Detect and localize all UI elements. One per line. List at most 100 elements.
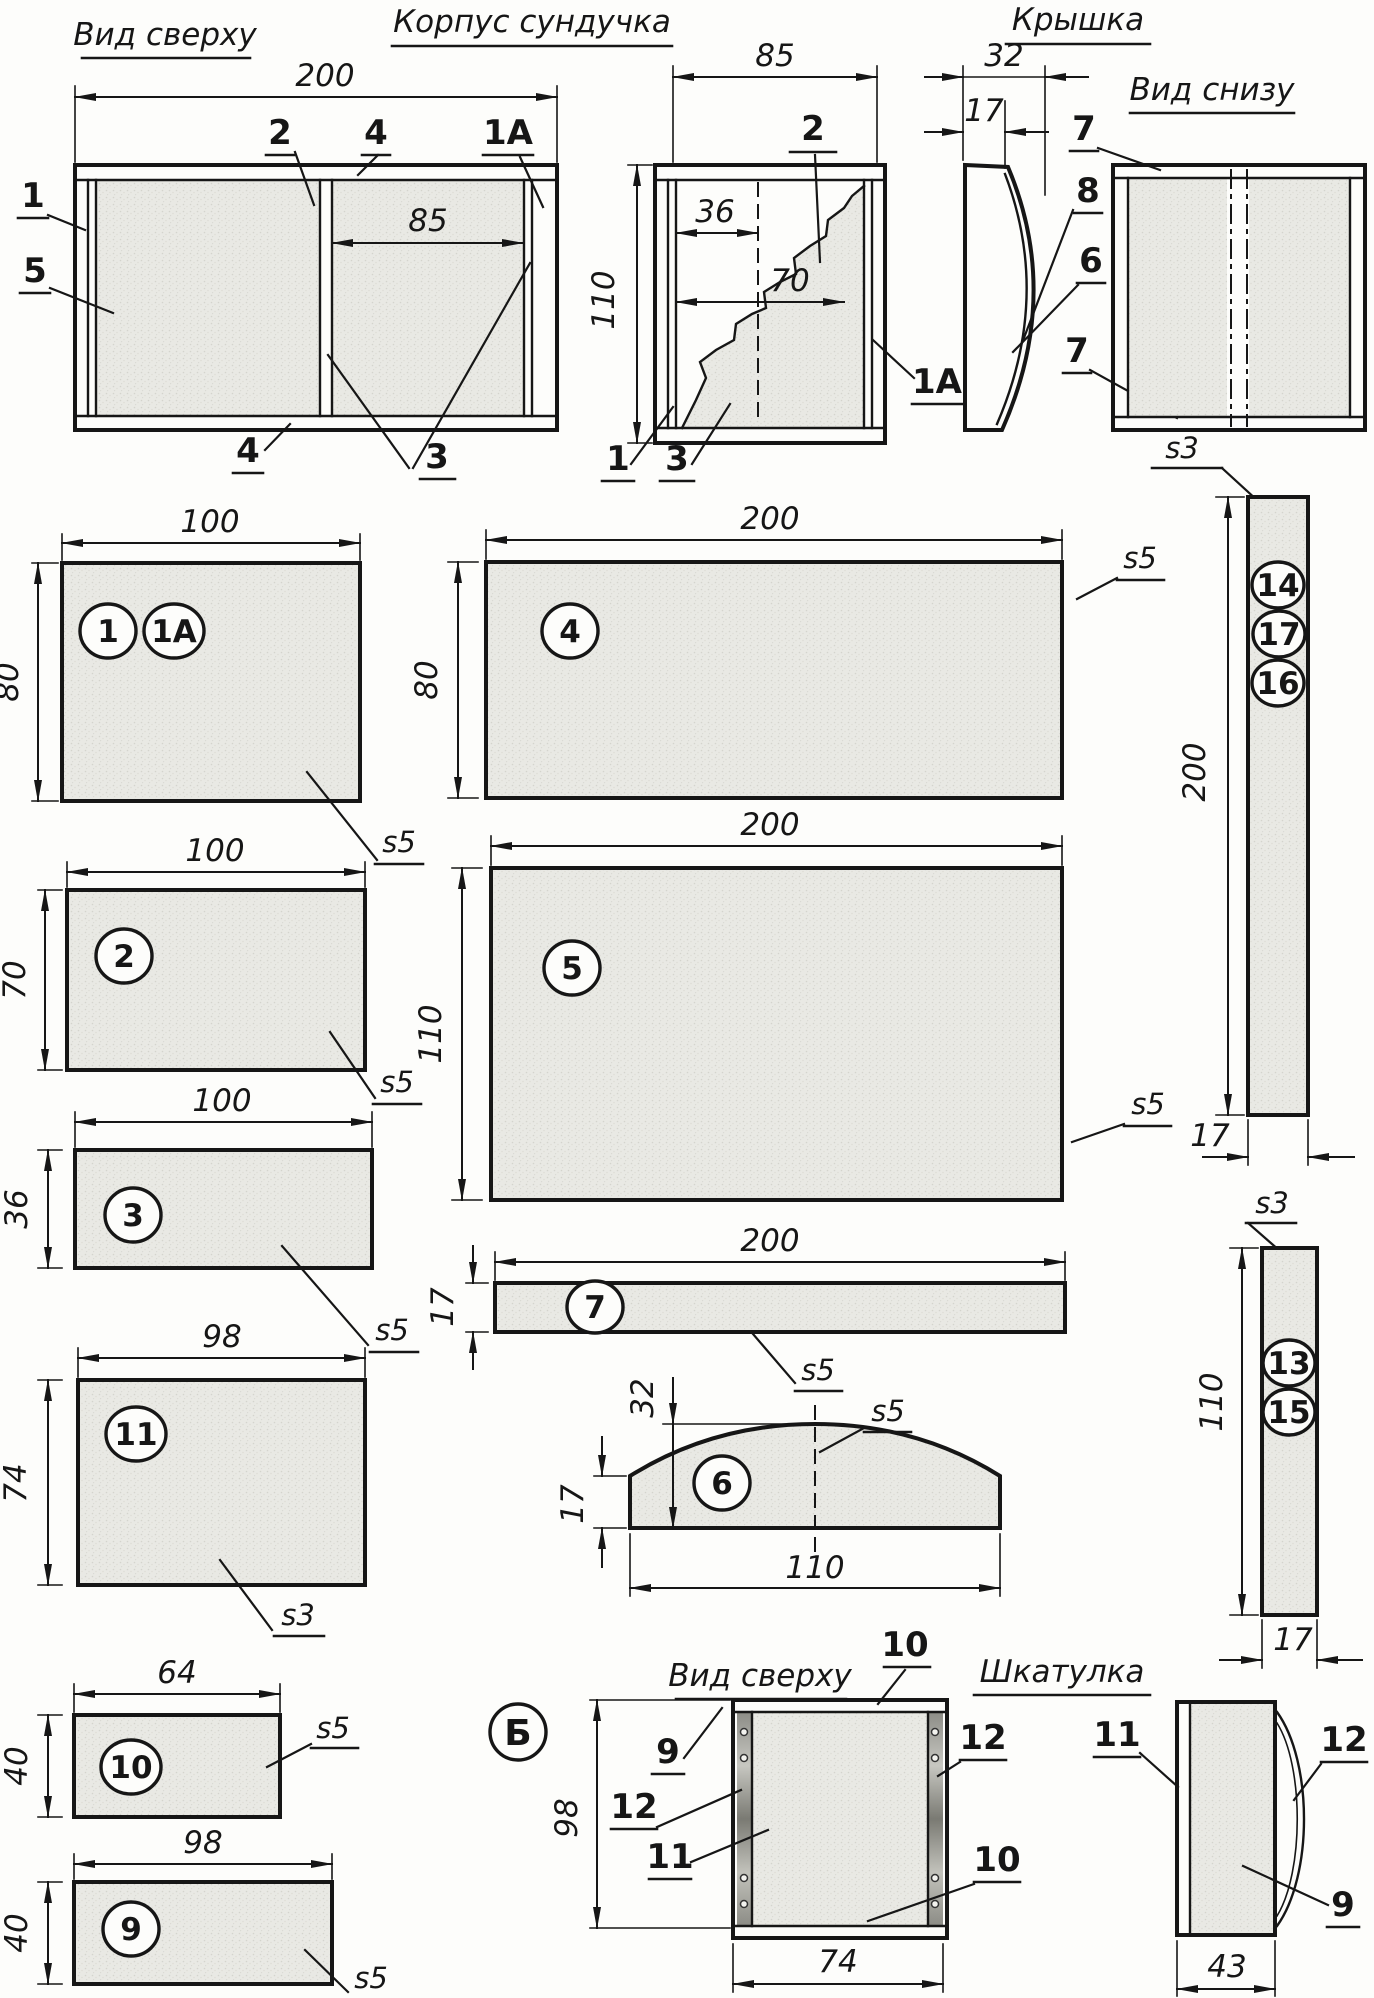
strip-long-panel: s3 200 17 14 17 16 [1150, 431, 1355, 1166]
part-6-arc-panel: 32 17 110 6 s5 [555, 1377, 1002, 1597]
part7-number: 7 [584, 1290, 606, 1326]
part7-height-dim: 17 [425, 1287, 461, 1327]
callout-box-10-top: 10 [881, 1625, 928, 1665]
part4-width-dim: 200 [740, 501, 799, 537]
part2-width-dim: 100 [185, 833, 244, 869]
box-height-dim: 98 [549, 1798, 585, 1837]
part3-number: 3 [122, 1198, 144, 1234]
body-top-view: Вид сверху 200 85 1 5 [16, 17, 559, 481]
part-4-panel: 200 80 4 s5 [409, 501, 1166, 800]
callout-casket-11: 11 [1093, 1715, 1140, 1755]
strip-long-number-14: 14 [1256, 568, 1299, 604]
part-9-panel: 98 40 9 s5 [0, 1825, 388, 1995]
strip-long-height-dim: 200 [1177, 742, 1213, 801]
part5-material: s5 [1131, 1087, 1165, 1121]
strip-long-material: s3 [1165, 431, 1199, 465]
part10-number: 10 [109, 1750, 152, 1786]
casket-title: Шкатулка [980, 1654, 1145, 1690]
casket-side-view: Шкатулка 43 11 12 9 [972, 1654, 1369, 1997]
strip-short-number-13: 13 [1267, 1346, 1310, 1382]
part2-number: 2 [113, 939, 135, 975]
strip-short-number-15: 15 [1267, 1395, 1310, 1431]
strip-short-width-dim: 17 [1273, 1622, 1313, 1658]
callout-part-2: 2 [268, 113, 292, 153]
part9-height-dim: 40 [0, 1913, 35, 1952]
callout-part-5: 5 [23, 251, 47, 291]
lid-bottom-title: Вид снизу [1130, 72, 1296, 108]
casket-width-dim: 43 [1207, 1949, 1246, 1985]
part5-width-dim: 200 [740, 807, 799, 843]
box-top-view: Б Вид сверху 98 74 10 9 [488, 1625, 1022, 1993]
strip-short-panel: s3 110 17 13 15 [1194, 1186, 1363, 1669]
body-front-view: Корпус сундучка 85 110 36 70 [390, 4, 964, 483]
part3-material: s5 [375, 1313, 409, 1347]
lid-title: Крышка [1012, 2, 1144, 38]
body-front-title: Корпус сундучка [393, 4, 671, 40]
strip-long-number-16: 16 [1256, 666, 1299, 702]
part6-width-dim: 110 [785, 1550, 844, 1586]
part6-end-height-dim: 17 [555, 1484, 591, 1524]
part1-number: 1 [97, 614, 119, 650]
part4-material: s5 [1123, 541, 1157, 575]
callout-part-4-bottom: 4 [236, 431, 260, 471]
body-top-compartment-dim: 85 [408, 203, 447, 239]
part6-material: s5 [871, 1394, 905, 1428]
part10-height-dim: 40 [0, 1746, 35, 1785]
part-3-panel: 100 36 3 s5 [0, 1083, 420, 1354]
box-width-dim: 74 [818, 1944, 857, 1980]
callout-casket-12: 12 [1320, 1720, 1367, 1760]
callout-front-1a: 1А [912, 362, 963, 402]
section-marker-b: Б [504, 1713, 531, 1754]
callout-part-1: 1 [21, 176, 45, 216]
callout-front-3: 3 [665, 439, 689, 479]
part11-number: 11 [114, 1417, 157, 1453]
body-front-height-dim: 110 [586, 270, 622, 329]
lid-width-dim: 32 [984, 38, 1023, 74]
part11-material: s3 [281, 1598, 315, 1632]
part-10-panel: 64 40 10 s5 [0, 1655, 360, 1819]
box-top-title: Вид сверху [668, 1658, 852, 1694]
callout-part-4-top: 4 [364, 113, 388, 153]
body-top-width-dim: 200 [295, 58, 354, 94]
part1-material: s5 [382, 825, 416, 859]
callout-box-10-bottom: 10 [973, 1840, 1020, 1880]
part3-height-dim: 36 [0, 1189, 35, 1228]
callout-box-9: 9 [656, 1732, 680, 1772]
part2-height-dim: 70 [0, 960, 33, 999]
part11-width-dim: 98 [202, 1319, 241, 1355]
callout-front-2: 2 [801, 109, 825, 149]
body-top-view-title: Вид сверху [73, 17, 257, 53]
callout-lid-6: 6 [1079, 241, 1103, 281]
part9-material: s5 [354, 1961, 388, 1995]
callout-casket-9: 9 [1331, 1885, 1355, 1925]
part7-material: s5 [801, 1353, 835, 1387]
callout-lid-7-bottom: 7 [1065, 331, 1089, 371]
callout-box-11: 11 [646, 1837, 693, 1877]
body-front-offset36-dim: 36 [695, 194, 734, 230]
part-1-panel: 100 80 1 1А s5 [0, 504, 425, 866]
part1-height-dim: 80 [0, 662, 26, 701]
strip-long-number-17: 17 [1257, 617, 1300, 653]
lid-flat-dim: 17 [964, 93, 1004, 129]
part4-number: 4 [559, 614, 581, 650]
body-front-width-dim: 85 [755, 38, 794, 74]
part5-height-dim: 110 [413, 1004, 449, 1063]
part1-width-dim: 100 [180, 504, 239, 540]
part-11-panel: 98 74 11 s3 [0, 1319, 367, 1638]
part-2-panel: 100 70 2 s5 [0, 833, 423, 1106]
callout-lid-7-top: 7 [1072, 109, 1096, 149]
callout-box-12-left: 12 [610, 1787, 657, 1827]
strip-long-width-dim: 17 [1190, 1118, 1230, 1154]
strip-short-height-dim: 110 [1194, 1372, 1230, 1431]
part5-number: 5 [561, 951, 583, 987]
part10-width-dim: 64 [157, 1655, 196, 1691]
part6-number: 6 [711, 1466, 733, 1502]
lid-side-view: Крышка 32 17 7 8 6 7 [924, 2, 1179, 432]
lid-bottom-view: Вид снизу [1111, 72, 1367, 432]
part2-material: s5 [380, 1065, 414, 1099]
part10-material: s5 [316, 1711, 350, 1745]
part1a-number: 1А [151, 614, 197, 650]
body-front-offset70-dim: 70 [770, 263, 809, 299]
part3-width-dim: 100 [192, 1083, 251, 1119]
